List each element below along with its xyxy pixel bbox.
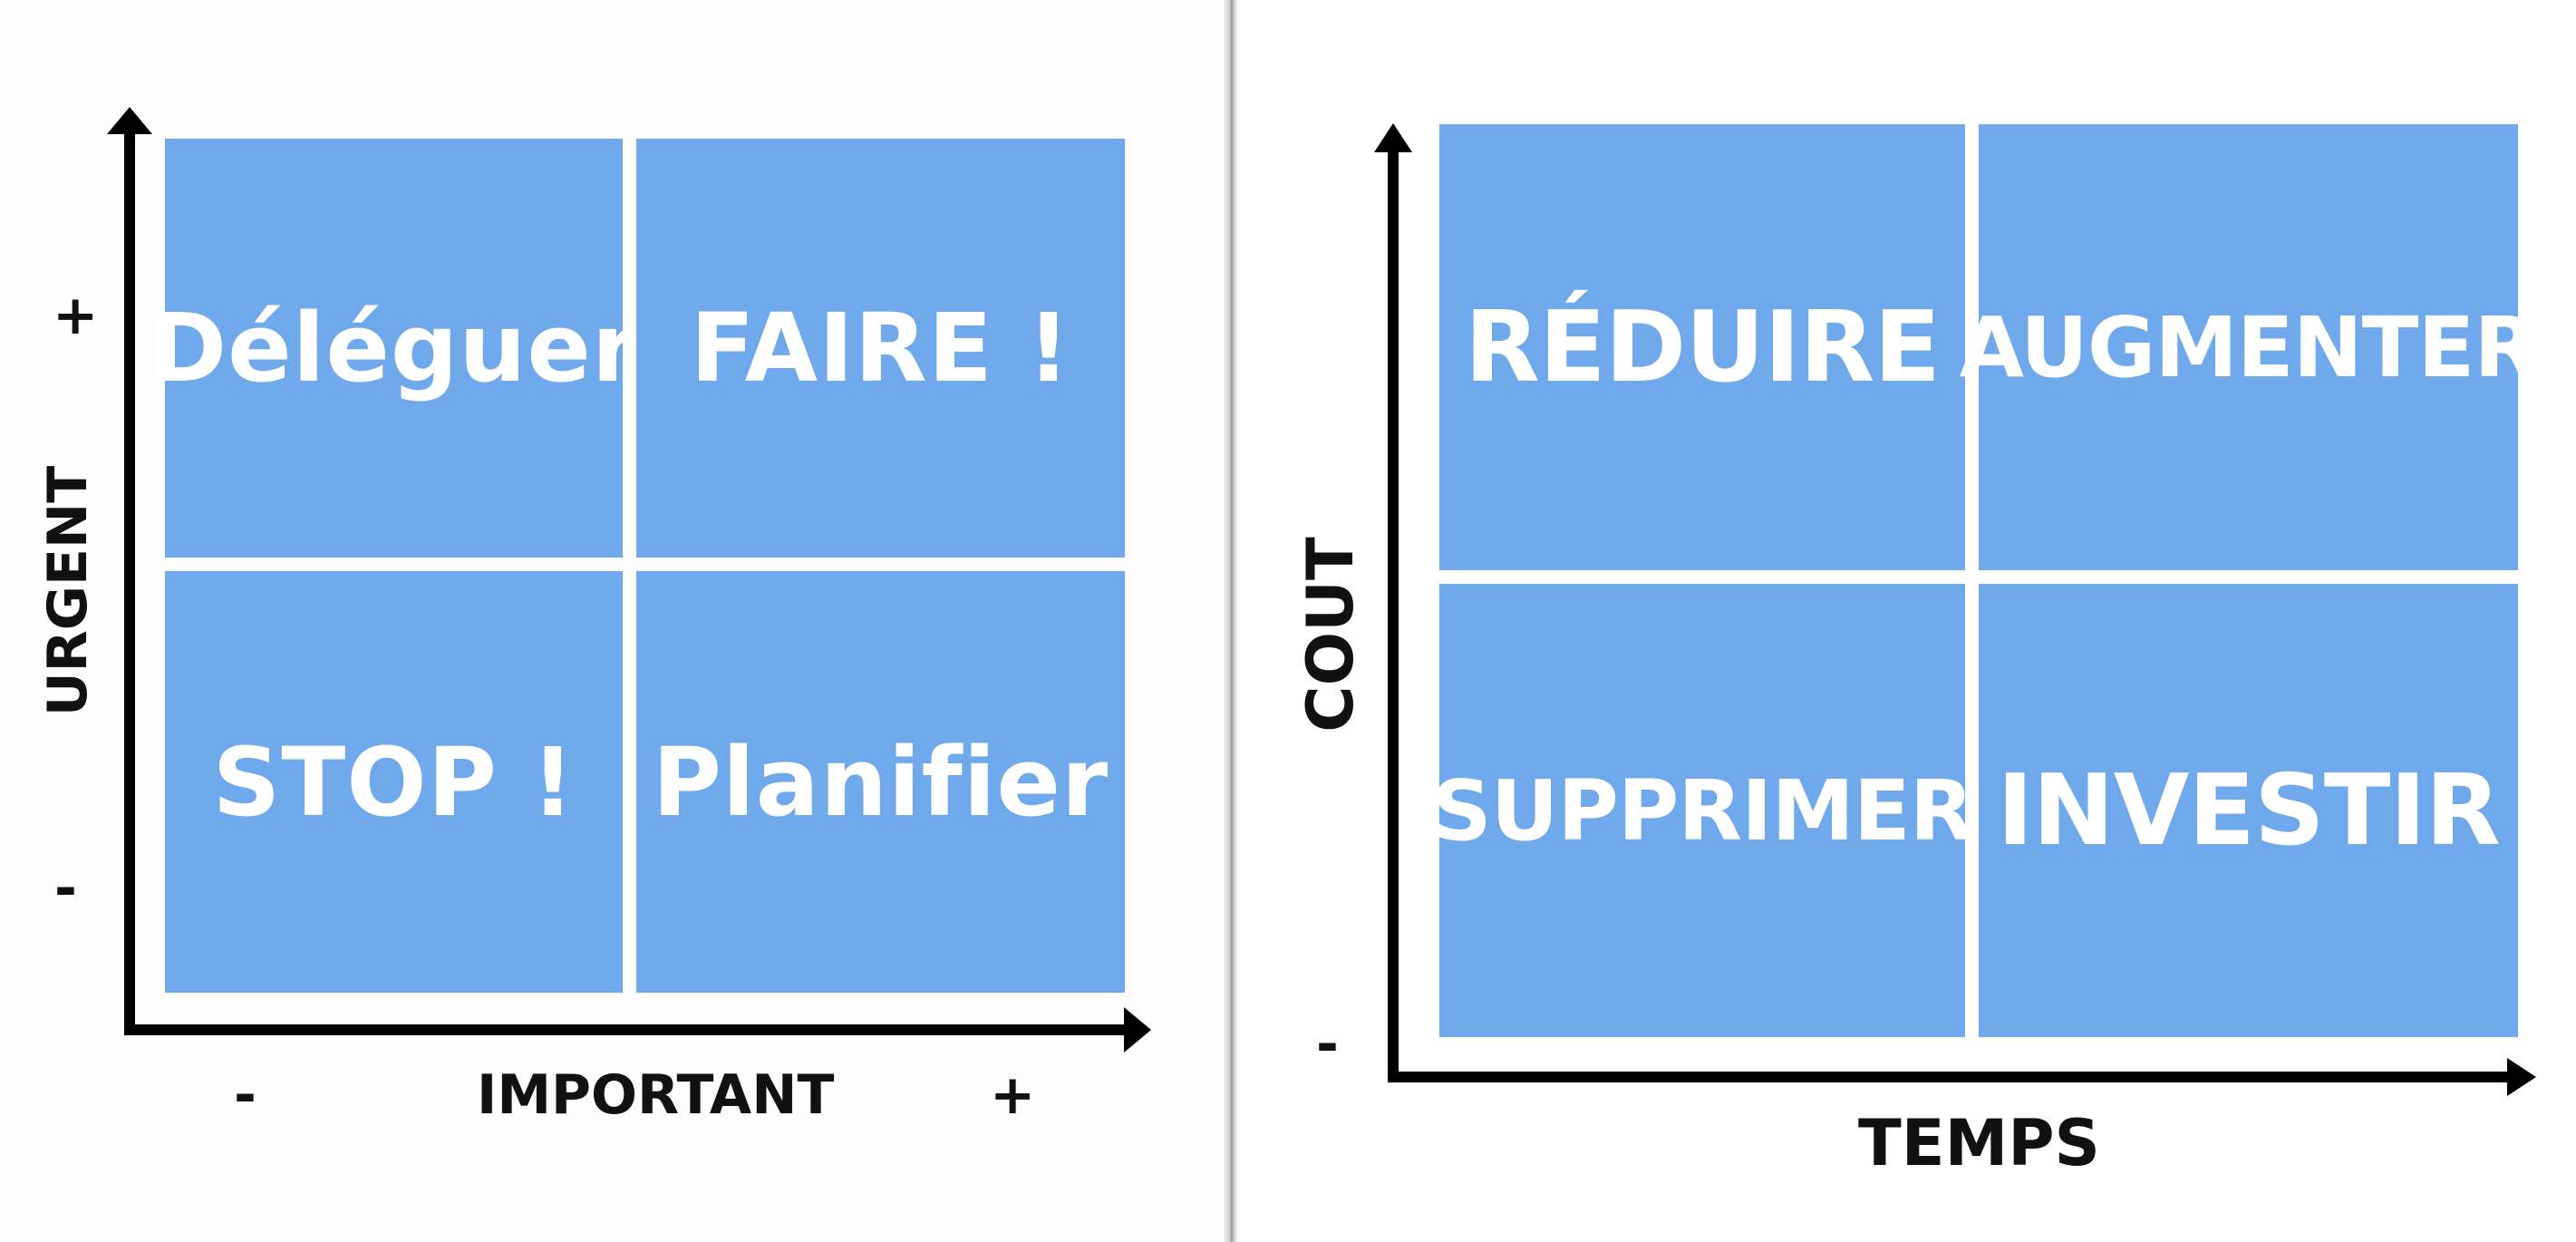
right-y-axis-arrowhead [1374,123,1412,152]
left-x-minus-label: - [234,1063,257,1127]
cell-investir-label: INVESTIR [1997,753,2501,868]
cell-reduire: RÉDUIRE [1439,124,1965,570]
cell-reduire-label: RÉDUIRE [1464,290,1941,404]
cell-deleguer: Déléguer [149,139,638,558]
right-x-axis-title: TEMPS [1858,1106,2100,1180]
cell-augmenter: AUGMENTER [1960,124,2538,570]
cell-faire-label: FAIRE ! [690,293,1071,403]
left-matrix-panel: Déléguer FAIRE ! STOP ! Planifier + URGE… [0,0,1224,1242]
left-x-axis-arrowhead [1124,1007,1151,1053]
left-y-minus-label: - [54,857,77,920]
cell-deleguer-label: Déléguer [148,293,640,403]
cell-stop-label: STOP ! [212,726,576,838]
right-x-axis-arrowhead [2507,1058,2536,1096]
left-x-plus-label: + [990,1063,1036,1127]
cell-planifier: Planifier [636,571,1125,993]
left-y-axis-title: URGENT [36,465,100,717]
left-y-plus-label: + [53,284,99,347]
cell-supprimer: SUPPRIMER [1431,584,1974,1037]
right-y-minus-label: - [1316,1013,1339,1076]
cell-stop: STOP ! [165,571,623,993]
cell-faire: FAIRE ! [636,139,1125,558]
right-y-axis-title: COUT [1293,537,1368,733]
left-x-axis-title: IMPORTANT [477,1063,835,1127]
panel-divider [1224,0,1238,1242]
cell-investir: INVESTIR [1979,584,2518,1037]
cell-planifier-label: Planifier [652,726,1109,838]
cell-supprimer-label: SUPPRIMER [1431,762,1973,859]
left-y-axis-arrowhead [107,107,152,134]
right-axes [1374,123,2536,1096]
left-axes [107,107,1151,1053]
cell-augmenter-label: AUGMENTER [1959,298,2538,396]
right-matrix-panel: RÉDUIRE AUGMENTER SUPPRIMER INVESTIR COU… [1238,0,2576,1242]
